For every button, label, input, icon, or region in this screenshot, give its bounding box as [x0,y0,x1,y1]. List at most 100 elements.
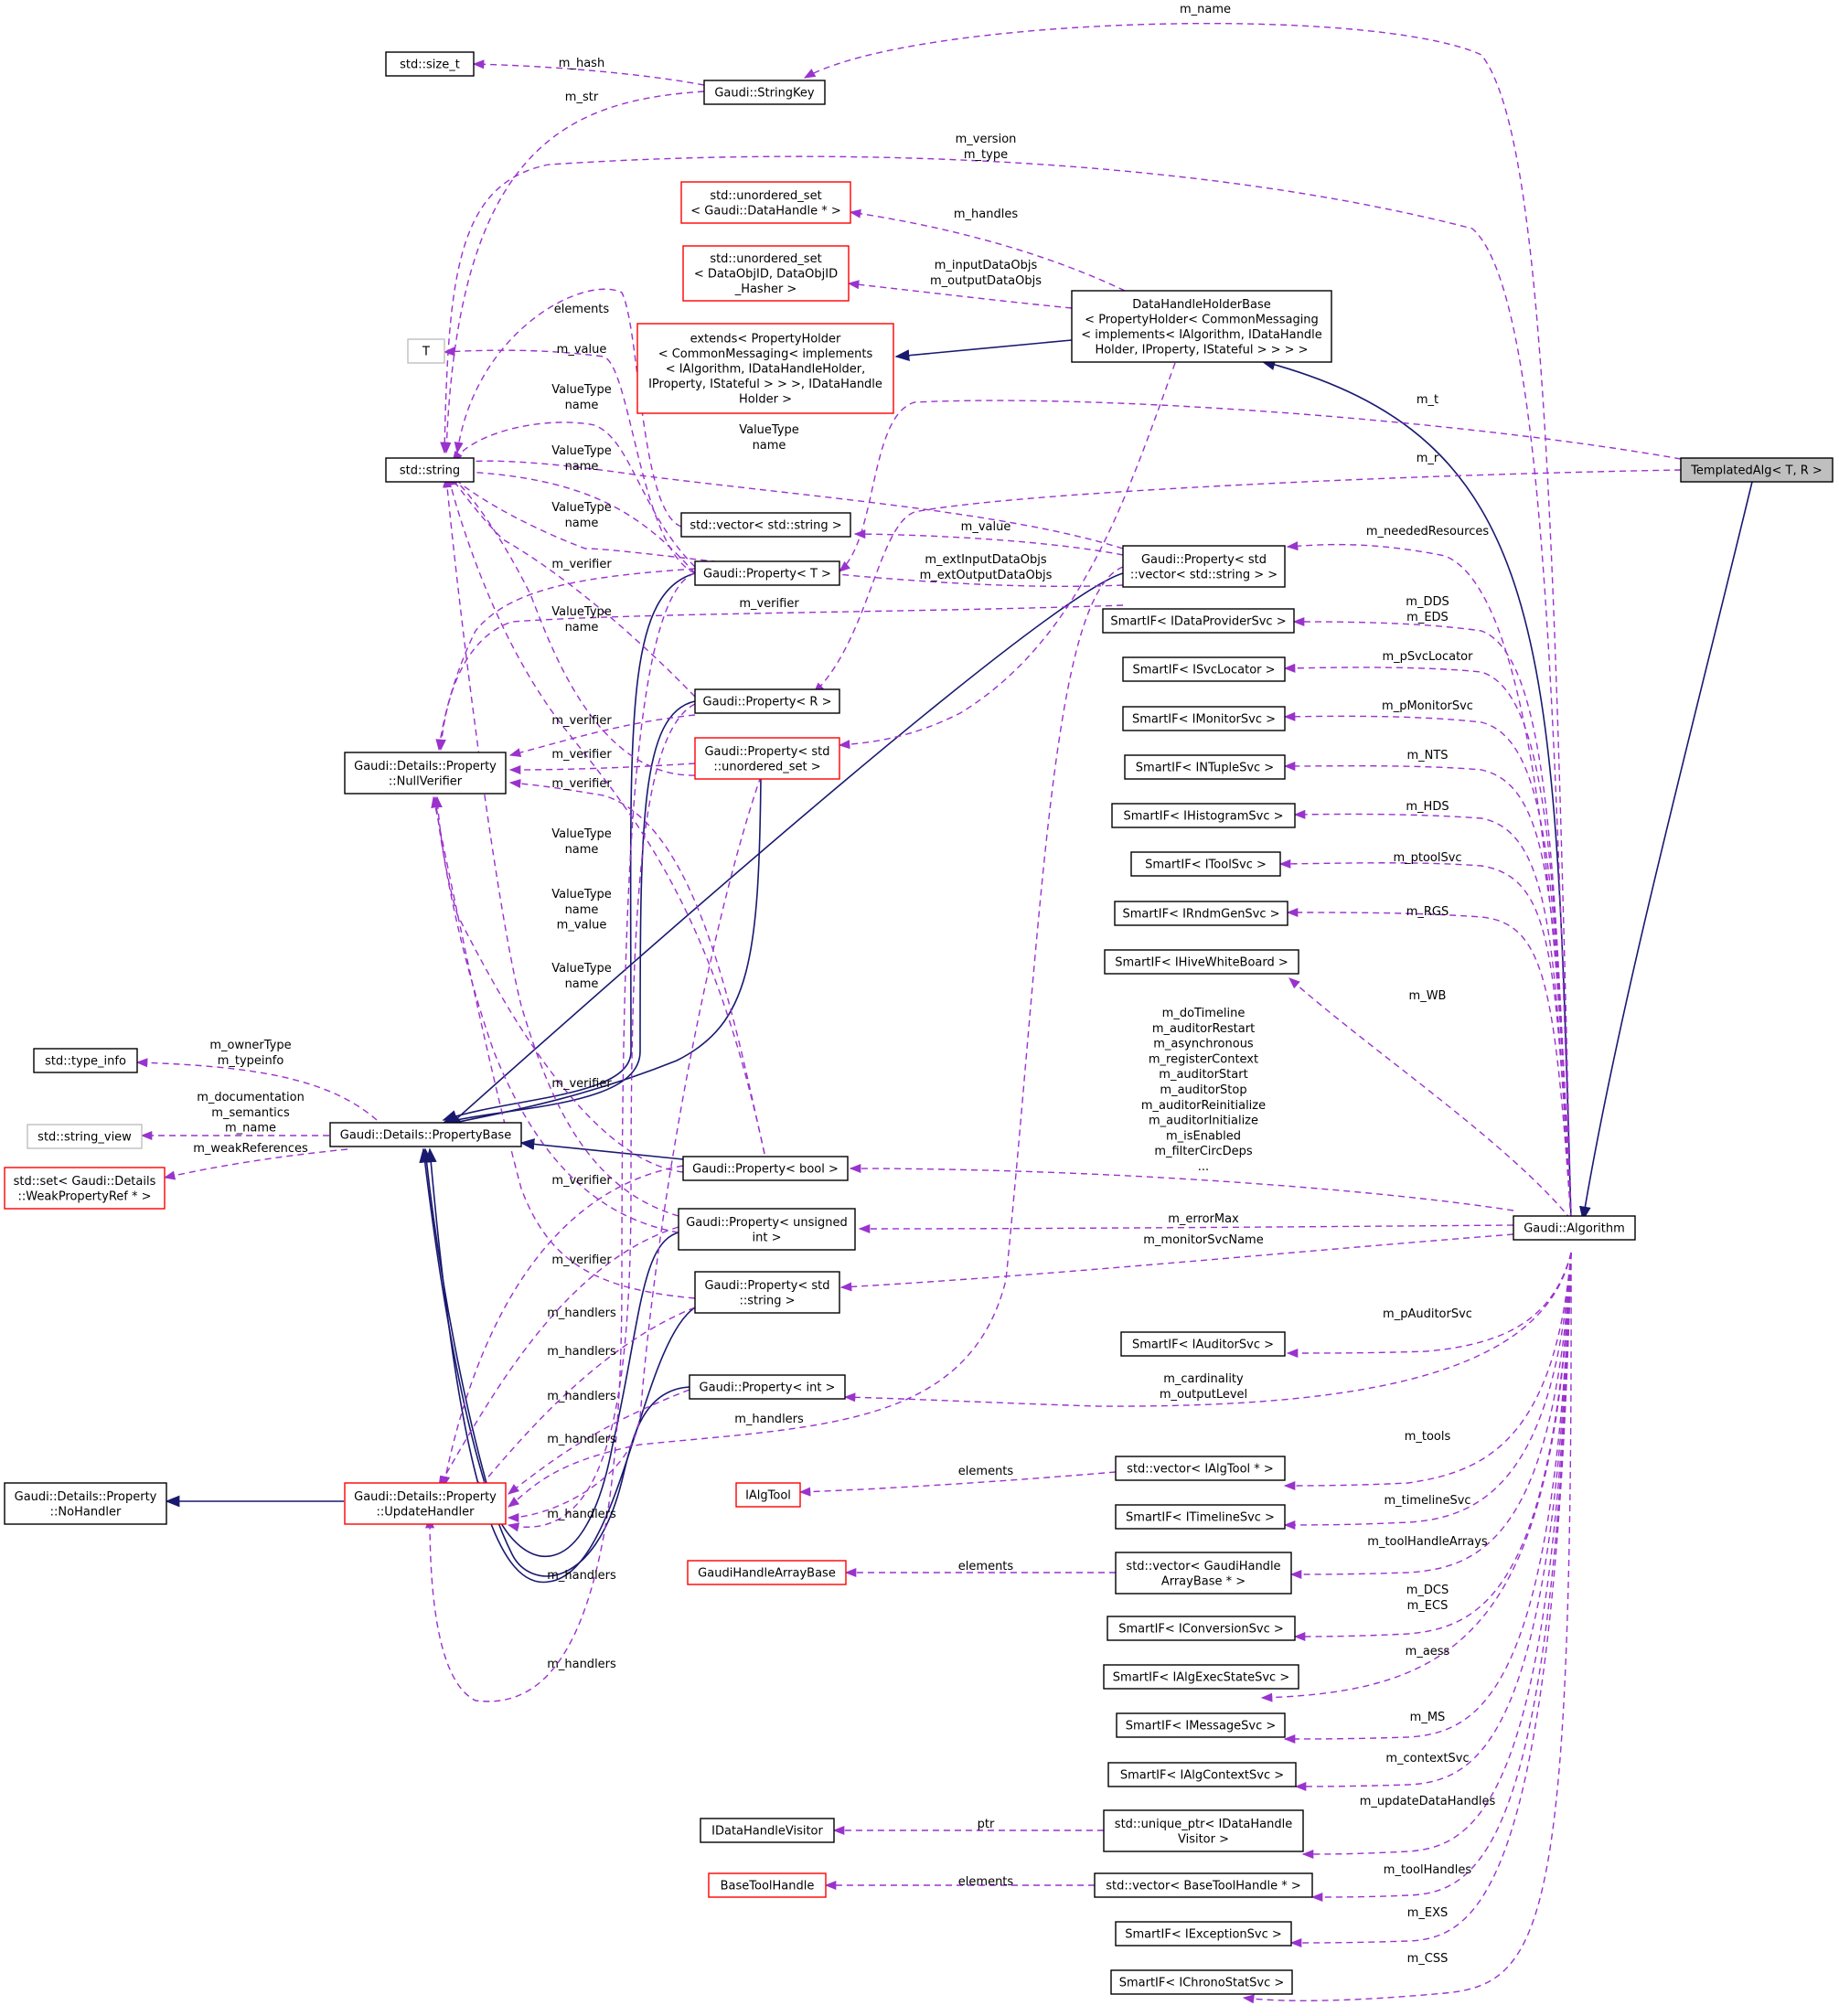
class-node-smartif-svclocator[interactable]: SmartIF< ISvcLocator > [1122,656,1286,682]
class-node-vec-gaudihandle[interactable]: std::vector< GaudiHandleArrayBase * > [1115,1552,1292,1595]
node-box [678,1208,856,1251]
edge-label-m-ms: m_MS [1410,1711,1446,1724]
class-node-algorithm[interactable]: Gaudi::Algorithm [1513,1215,1636,1241]
edge-label-m-verifier6: m_verifier [551,1077,612,1091]
class-node-dhhb[interactable]: DataHandleHolderBase< PropertyHolder< Co… [1071,290,1332,363]
edge-label-line: m_timelineSvc [1384,1494,1470,1508]
class-node-ialgtool[interactable]: IAlgTool [735,1482,801,1508]
class-node-extends[interactable]: extends< PropertyHolder< CommonMessaging… [636,323,894,414]
class-node-smartif-execstate[interactable]: SmartIF< IAlgExecStateSvc > [1103,1664,1299,1690]
dep-algorithm-smartif-hive [1288,977,1572,1221]
edge-label-line: m_handlers [547,1569,616,1583]
class-node-idatahandlevisitor[interactable]: IDataHandleVisitor [700,1818,835,1843]
inherit-propuset-to-propertybase [444,775,762,1128]
class-node-prop-stdstring[interactable]: Gaudi::Property< std::string > [694,1271,840,1314]
class-node-uset-dataobjid[interactable]: std::unordered_set< DataObjID, DataObjID… [682,245,850,302]
edge-label-line: m_handles [954,208,1018,221]
class-node-smartif-exception[interactable]: SmartIF< IExceptionSvc > [1115,1921,1292,1947]
edge-label-m-handles: m_handles [954,208,1018,221]
class-node-uset-datahandle[interactable]: std::unordered_set< Gaudi::DataHandle * … [680,181,851,224]
class-node-prop-vec-string[interactable]: Gaudi::Property< std::vector< std::strin… [1122,545,1286,588]
node-box [680,512,851,538]
class-node-prop-bool[interactable]: Gaudi::Property< bool > [682,1156,849,1181]
class-node-basetoolhandle[interactable]: BaseToolHandle [708,1872,827,1898]
node-box [1114,901,1288,926]
edge-label-line: m_weakReferences [193,1142,308,1156]
edge-label-m-value-top: m_value [557,343,607,357]
class-node-propertybase[interactable]: Gaudi::Details::PropertyBase [329,1122,522,1147]
class-node-prop-int[interactable]: Gaudi::Property< int > [689,1374,846,1400]
edge-label-line: m_name [1180,3,1231,16]
edge-label-line: elements [958,1465,1014,1478]
node-label-line: std::vector< IAlgTool * > [1127,1463,1274,1477]
class-node-vec-basetoolhandle[interactable]: std::vector< BaseToolHandle * > [1094,1872,1313,1898]
edge-label-line: m_doTimeline [1162,1007,1246,1020]
class-node-prop-uset[interactable]: Gaudi::Property< std::unordered_set > [694,737,840,780]
node-label-line: Gaudi::Property< R > [703,696,832,709]
class-node-smartif-dataprovider[interactable]: SmartIF< IDataProviderSvc > [1102,608,1295,634]
edge-label-line: m_cardinality [1163,1372,1244,1386]
node-box [385,457,475,483]
node-label-line: SmartIF< IMonitorSvc > [1132,713,1276,727]
class-node-smartif-monitor[interactable]: SmartIF< IMonitorSvc > [1122,706,1286,731]
class-node-smartif-algcontext[interactable]: SmartIF< IAlgContextSvc > [1107,1762,1297,1787]
dep-propuset-string-vt6 [449,475,696,776]
edge-label-line: m_neededResources [1366,525,1490,539]
class-node-stringkey[interactable]: Gaudi::StringKey [703,80,826,105]
class-node-smartif-message[interactable]: SmartIF< IMessageSvc > [1116,1712,1286,1738]
edge-label-m-css: m_CSS [1407,1952,1449,1966]
class-node-prop-unsigned[interactable]: Gaudi::Property< unsigned int > [678,1208,856,1251]
node-label-line: < implements< IAlgorithm, IDataHandle [1081,328,1321,342]
edge-label-line: m_verifier [551,714,612,728]
node-box [1111,803,1296,828]
node-box [1680,457,1834,483]
class-node-smartif-auditor[interactable]: SmartIF< IAuditorSvc > [1120,1331,1286,1357]
dep-algorithm-propunsigned [858,1223,1514,1234]
dep-algorithm-smartif-tool [1278,859,1572,1221]
dep-algorithm-vec-basetoolhandle [1310,1252,1572,1903]
class-node-string[interactable]: std::string [385,457,475,483]
class-node-smartif-conversion[interactable]: SmartIF< IConversionSvc > [1107,1616,1296,1641]
class-node-prop-T[interactable]: Gaudi::Property< T > [694,560,840,586]
node-box [1094,1872,1313,1898]
class-node-smartif-histogram[interactable]: SmartIF< IHistogramSvc > [1111,803,1296,828]
class-node-nullverifier[interactable]: Gaudi::Details::Property::NullVerifier [344,752,507,795]
class-node-smartif-hive[interactable]: SmartIF< IHiveWhiteBoard > [1104,949,1299,975]
node-box [735,1482,801,1508]
class-node-smartif-rndm[interactable]: SmartIF< IRndmGenSvc > [1114,901,1288,926]
node-box [1107,1616,1296,1641]
class-node-vec-algtool[interactable]: std::vector< IAlgTool * > [1115,1456,1286,1481]
node-label-line: std::unordered_set [710,252,821,266]
inherit-propunsigned-to-propertybase [421,1147,679,1558]
node-box [1116,1712,1286,1738]
class-node-nohandler[interactable]: Gaudi::Details::Property::NoHandler [4,1482,167,1525]
node-box [1104,949,1299,975]
class-node-set-weakref[interactable]: std::set< Gaudi::Details::WeakPropertyRe… [4,1167,166,1210]
class-node-type-info[interactable]: std::type_info [33,1048,138,1073]
class-node-gaudihandlearraybase[interactable]: GaudiHandleArrayBase [687,1560,847,1585]
edge-label-line: m_extOutputDataObjs [920,569,1053,582]
node-box [4,1167,166,1210]
class-node-T[interactable]: T [407,338,445,364]
class-node-templatedalg[interactable]: TemplatedAlg< T, R > [1680,457,1834,483]
dep-propT-updatehandler [424,572,696,1702]
dep-stringkey-string [442,91,705,454]
class-node-smartif-chrono[interactable]: SmartIF< IChronoStatSvc > [1110,1969,1293,1995]
class-node-smartif-timeline[interactable]: SmartIF< ITimelineSvc > [1115,1504,1286,1530]
edge-label-line: m_auditorInitialize [1149,1115,1258,1128]
edge-label-line: name [565,977,599,991]
dep-propvecstring-updatehandler [507,566,1124,1508]
class-node-size-t[interactable]: std::size_t [385,51,475,77]
class-node-prop-R[interactable]: Gaudi::Property< R > [694,688,840,714]
class-node-smartif-tool[interactable]: SmartIF< IToolSvc > [1130,851,1281,877]
class-node-vec-string[interactable]: std::vector< std::string > [680,512,851,538]
inherit-propbool-to-propertybase [519,1138,684,1160]
edge-label-elements-algtool: elements [958,1465,1014,1478]
class-node-smartif-ntuple[interactable]: SmartIF< INTupleSvc > [1124,754,1286,780]
class-node-uptr-visitor[interactable]: std::unique_ptr< IDataHandleVisitor > [1103,1809,1304,1852]
edge-label-line: name [565,903,599,917]
class-node-updatehandler[interactable]: Gaudi::Details::Property::UpdateHandler [344,1482,507,1525]
class-node-string-view[interactable]: std::string_view [27,1124,143,1149]
